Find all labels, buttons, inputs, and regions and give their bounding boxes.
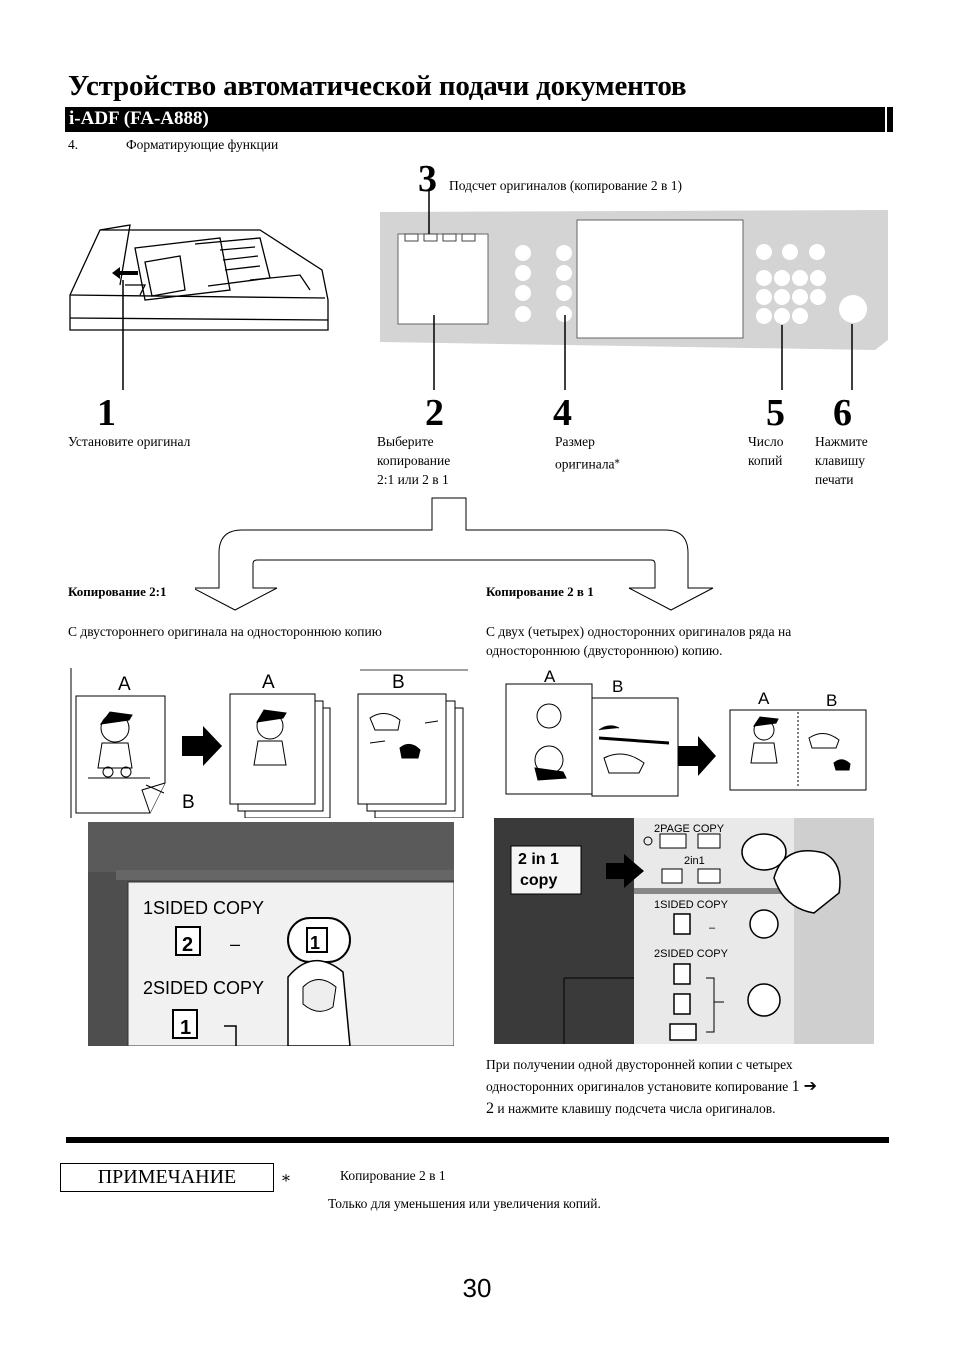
copy-stack-a	[229, 693, 331, 818]
right-branch-description: С двух (четырех) односторонних оригинало…	[486, 622, 791, 660]
label-a-copy: A	[262, 672, 275, 693]
step-5-text: Число копий	[748, 432, 783, 470]
step-5-line: Число	[748, 434, 784, 449]
note-line: 2 и нажмите клавишу подсчета числа ориги…	[486, 1098, 817, 1120]
callout-3-text: Подсчет оригиналов (копирование 2 в 1)	[449, 178, 683, 193]
left-originals-illustration: A B A B	[70, 668, 468, 818]
note-mark: ⁎	[282, 1168, 290, 1185]
step-4-number: 4	[553, 392, 572, 434]
label-a: A	[544, 668, 556, 686]
1sided-key-label: 1	[310, 933, 320, 953]
right-branch-heading: Копирование 2 в 1	[486, 584, 594, 599]
page-number: 30	[462, 1273, 492, 1303]
label-b: B	[612, 677, 623, 696]
dash-separator: –	[709, 922, 716, 934]
section-number: 4.	[68, 137, 79, 152]
model-subtitle: i-ADF (FA-A888)	[69, 108, 209, 129]
step-4-line-text: оригинала	[555, 456, 615, 472]
note-text: Только для уменьшения или увеличения коп…	[328, 1196, 601, 1211]
callout-3-number: 3	[418, 158, 437, 200]
2sided-copy-label: 2SIDED COPY	[654, 948, 729, 960]
label-b-result: B	[826, 691, 837, 710]
note-line: При получении одной двусторонней копии с…	[486, 1057, 793, 1072]
duplex-original-icon	[175, 926, 201, 956]
step-2-line: 2:1 или 2 в 1	[377, 472, 449, 487]
description-line: одностороннюю (двустороннюю) копию.	[486, 643, 723, 658]
1sided-copy-label: 1SIDED COPY	[143, 898, 264, 918]
note-text: и нажмите клавишу подсчета числа оригина…	[494, 1101, 776, 1116]
note-label: ПРИМЕЧАНИЕ	[97, 1166, 237, 1188]
page-title: Устройство автоматической подачи докумен…	[68, 70, 687, 102]
panel-buttons	[515, 244, 867, 324]
step-1-text: Установите оригинал	[68, 434, 191, 449]
badge-line1: 2 in 1	[518, 851, 559, 868]
right-originals-illustration: A B A B	[505, 668, 867, 797]
label-b-copy: B	[392, 672, 405, 693]
footnote-mark: ⁎	[614, 455, 620, 466]
2page-copy-label: 2PAGE COPY	[654, 823, 725, 835]
label-a-result: A	[758, 689, 770, 708]
svg-text:2: 2	[182, 934, 193, 956]
left-panel-photo: 1SIDED COPY 2SIDED COPY 2 – 1 1	[88, 822, 454, 1046]
target-value: 2	[486, 1100, 494, 1117]
step-5-number: 5	[766, 392, 785, 434]
2sided-copy-label: 2SIDED COPY	[143, 978, 264, 998]
1sided-copy-label: 1SIDED COPY	[654, 899, 729, 911]
section-bar: i-ADF (FA-A888)	[65, 107, 893, 132]
arrow-icon	[112, 267, 138, 279]
description-line: С двух (четырех) односторонних оригинало…	[486, 624, 792, 639]
badge-line2: copy	[520, 872, 557, 889]
label-a: A	[118, 674, 131, 695]
step-6-line: Нажмите	[815, 434, 868, 449]
left-branch-heading: Копирование 2:1	[68, 584, 167, 599]
step-4-line: оригинала⁎	[555, 451, 620, 474]
indicator-led	[643, 836, 653, 846]
adf-drawing	[69, 224, 329, 331]
divider-rule	[66, 1137, 889, 1143]
svg-text:1: 1	[180, 1017, 191, 1039]
right-arrow-icon	[678, 736, 716, 776]
step-5-line: копий	[748, 453, 783, 468]
note-heading: Копирование 2 в 1	[340, 1168, 446, 1183]
right-arrow-icon	[182, 726, 222, 766]
upside-down-figures	[534, 703, 670, 781]
simplex-original-icon	[172, 1009, 198, 1039]
child-figure	[88, 711, 150, 779]
panel-windows	[397, 219, 744, 339]
right-note: При получении одной двусторонней копии с…	[486, 1054, 817, 1120]
from-to-arrow: 1 ➔	[791, 1078, 817, 1095]
step-2-line: копирование	[377, 453, 451, 468]
right-arrow-icon	[606, 854, 644, 888]
step-4-text: Размер оригинала⁎	[555, 432, 620, 474]
note-label-box: ПРИМЕЧАНИЕ	[60, 1163, 274, 1192]
1sided-copy-button	[749, 909, 779, 939]
branch-arrow	[195, 497, 714, 611]
step-6-number: 6	[833, 392, 852, 434]
finger-icon	[773, 850, 841, 914]
left-branch-description: С двустороннего оригинала на односторонн…	[68, 624, 382, 639]
note-text: односторонних оригиналов установите копи…	[486, 1079, 789, 1094]
2page-copy-button	[741, 833, 787, 871]
label-b: B	[182, 792, 195, 813]
step-6-line: печати	[815, 472, 854, 487]
counter-indicator-leds	[404, 233, 476, 242]
leader-lines	[428, 190, 853, 390]
step-4-line: Размер	[555, 434, 595, 449]
copier-panel-diagram	[69, 190, 888, 390]
right-panel-photo: 2 in 1 copy 2PAGE COPY 2in1 1SIDED COPY …	[494, 818, 874, 1044]
bar-notch	[885, 107, 887, 132]
section-title: Форматирующие функции	[126, 137, 279, 152]
step-2-text: Выберите копирование 2:1 или 2 в 1	[377, 432, 450, 489]
step-2-number: 2	[425, 392, 444, 434]
step-6-line: клавишу	[815, 453, 866, 468]
2in1-label: 2in1	[684, 855, 705, 867]
step-6-text: Нажмите клавишу печати	[815, 432, 868, 489]
2sided-copy-button	[747, 983, 781, 1017]
copy-stack-b	[357, 693, 464, 818]
2in1-badge	[510, 845, 582, 895]
note-line: односторонних оригиналов установите копи…	[486, 1076, 817, 1098]
step-1-number: 1	[97, 392, 116, 434]
dash-separator: –	[230, 934, 240, 954]
step-2-line: Выберите	[377, 434, 434, 449]
